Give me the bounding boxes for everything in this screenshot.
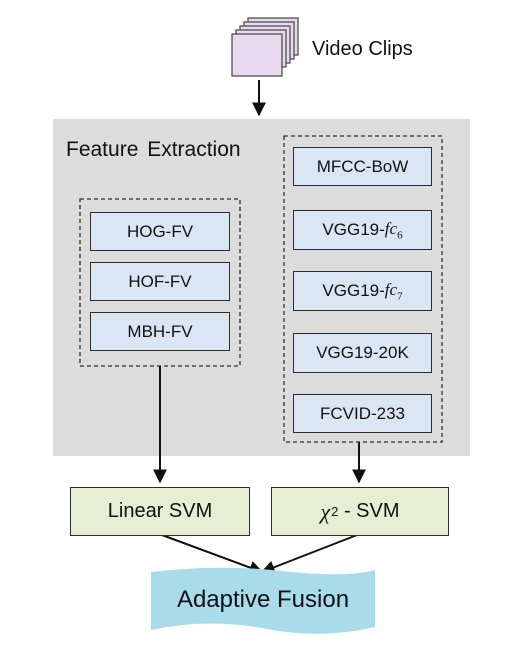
video-clips-label: Video Clips <box>312 38 413 60</box>
chi2-superscript: 2 <box>331 504 339 519</box>
adaptive-fusion-label: Adaptive Fusion <box>176 586 350 613</box>
adaptive-fusion-shape <box>151 567 375 634</box>
chi2-symbol: χ <box>320 498 331 524</box>
feature-box-fcvid-233: FCVID-233 <box>293 394 432 433</box>
linear-svm-box: Linear SVM <box>70 487 250 536</box>
feature-box-hof-fv: HOF-FV <box>90 262 230 301</box>
feature-box-vgg19-fc7: VGG19-fc7 <box>293 271 432 311</box>
vgg19-fc7-italic: fc7 <box>384 279 403 303</box>
feature-box-vgg19-20k: VGG19-20K <box>293 333 432 373</box>
vgg19-fc6-subscript: 6 <box>397 229 403 242</box>
feature-box-mbh-fv: MBH-FV <box>90 312 230 351</box>
right-feature-group-frame <box>283 135 443 443</box>
arrow-linear-svm-to-fusion <box>161 534 264 575</box>
feature-box-hog-fv: HOG-FV <box>90 212 230 251</box>
vgg19-fc7-prefix: VGG19- <box>322 281 385 300</box>
vgg19-fc6-prefix: VGG19- <box>322 220 385 239</box>
chi2-suffix: - SVM <box>338 500 400 522</box>
vgg19-fc6-italic: fc6 <box>384 218 403 242</box>
feature-box-vgg19-fc6: VGG19-fc6 <box>293 210 432 250</box>
arrow-chi2-svm-to-fusion <box>260 534 358 574</box>
video-clips-stack-icon <box>231 17 299 77</box>
feature-box-mfcc-bow: MFCC-BoW <box>293 147 432 186</box>
vgg19-fc7-subscript: 7 <box>397 290 403 303</box>
feature-extraction-title: Feature Extraction <box>66 138 241 161</box>
